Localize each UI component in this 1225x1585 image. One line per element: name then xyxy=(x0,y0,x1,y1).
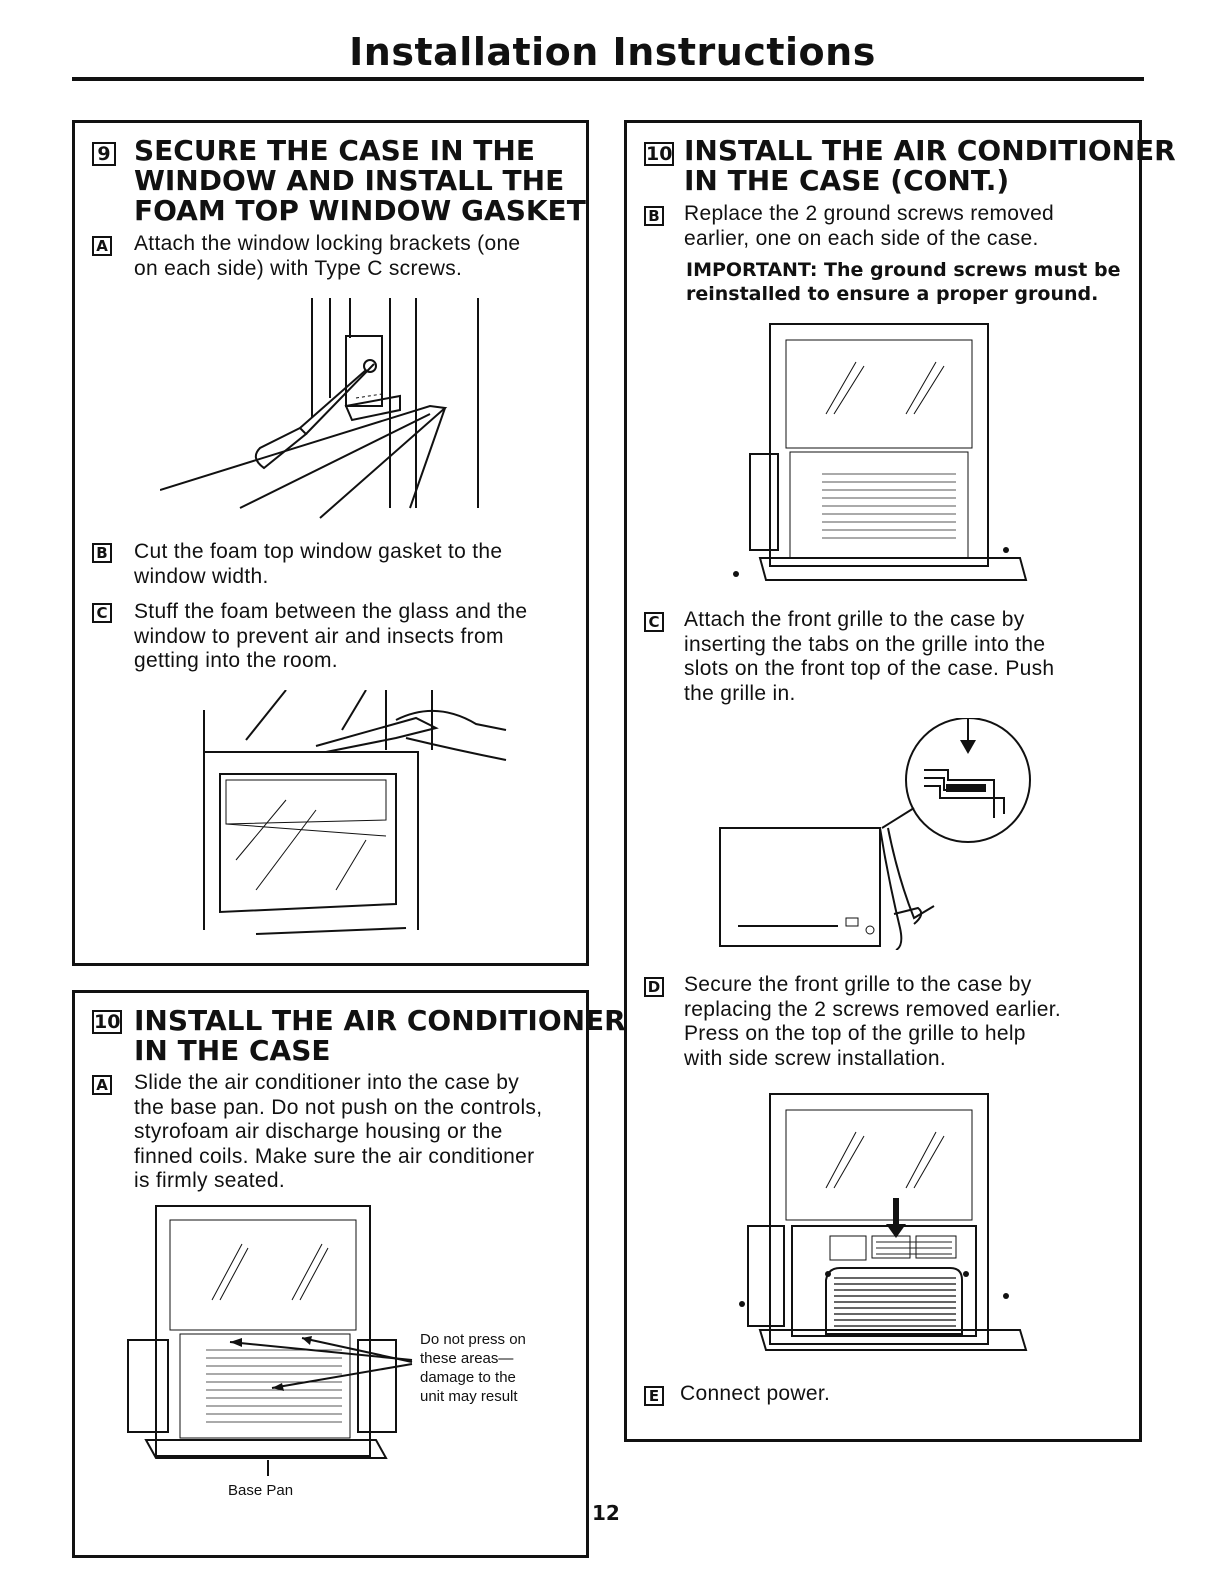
page-number: 12 xyxy=(592,1501,620,1525)
grille-tabs-illustration xyxy=(719,718,1031,950)
step9-text-c: Stuff the foam between the glass and the… xyxy=(134,600,528,672)
step9-letter-b: B xyxy=(92,543,112,563)
step10-number: 10 xyxy=(92,1010,122,1034)
secure-grille-illustration xyxy=(739,1093,1028,1351)
page-title: Installation Instructions xyxy=(349,30,876,74)
slide-in-illustration xyxy=(127,1205,413,1476)
step10-cont-text-d: Secure the front grille to the case by r… xyxy=(684,973,1062,1070)
step10-cont-heading: INSTALL THE AIR CONDITIONER IN THE CASE … xyxy=(684,134,1176,197)
step9-number: 9 xyxy=(92,142,116,166)
step9-heading: SECURE THE CASE IN THE WINDOW AND INSTAL… xyxy=(134,134,586,227)
important-note: IMPORTANT: The ground screws must be rei… xyxy=(686,259,1121,305)
base-pan-label: Base Pan xyxy=(228,1482,294,1499)
step10-heading: INSTALL THE AIR CONDITIONER IN THE CASE xyxy=(134,1004,626,1067)
step9-letter-a: A xyxy=(92,236,112,256)
step9-text-b: Cut the foam top window gasket to the wi… xyxy=(134,540,503,588)
step10-text-a: Slide the air conditioner into the case … xyxy=(134,1071,543,1192)
step10-letter-a: A xyxy=(92,1075,112,1095)
bracket-screwdriver-illustration xyxy=(160,298,479,519)
step9-text-a: Attach the window locking brackets (one … xyxy=(134,232,521,280)
foam-gasket-illustration xyxy=(203,690,507,935)
step10-cont-panel xyxy=(624,120,1142,1442)
ground-screws-illustration xyxy=(733,323,1028,581)
step10-panel xyxy=(72,990,589,1558)
step10-cont-text-e: Connect power. xyxy=(680,1382,831,1405)
step10-cont-letter-c: C xyxy=(644,612,664,632)
step10-cont-text-b: Replace the 2 ground screws removed earl… xyxy=(684,202,1055,250)
step10-cont-letter-d: D xyxy=(644,977,664,997)
step10-cont-letter-e: E xyxy=(644,1386,664,1406)
step10-cont-letter-b: B xyxy=(644,206,664,226)
step10-cont-number: 10 xyxy=(644,142,674,166)
step10-cont-text-c: Attach the front grille to the case by i… xyxy=(684,608,1055,705)
title-rule xyxy=(72,77,1144,81)
step9-panel xyxy=(72,120,589,966)
step9-letter-c: C xyxy=(92,603,112,623)
callout-text: Do not press on these areas— damage to t… xyxy=(420,1331,526,1405)
